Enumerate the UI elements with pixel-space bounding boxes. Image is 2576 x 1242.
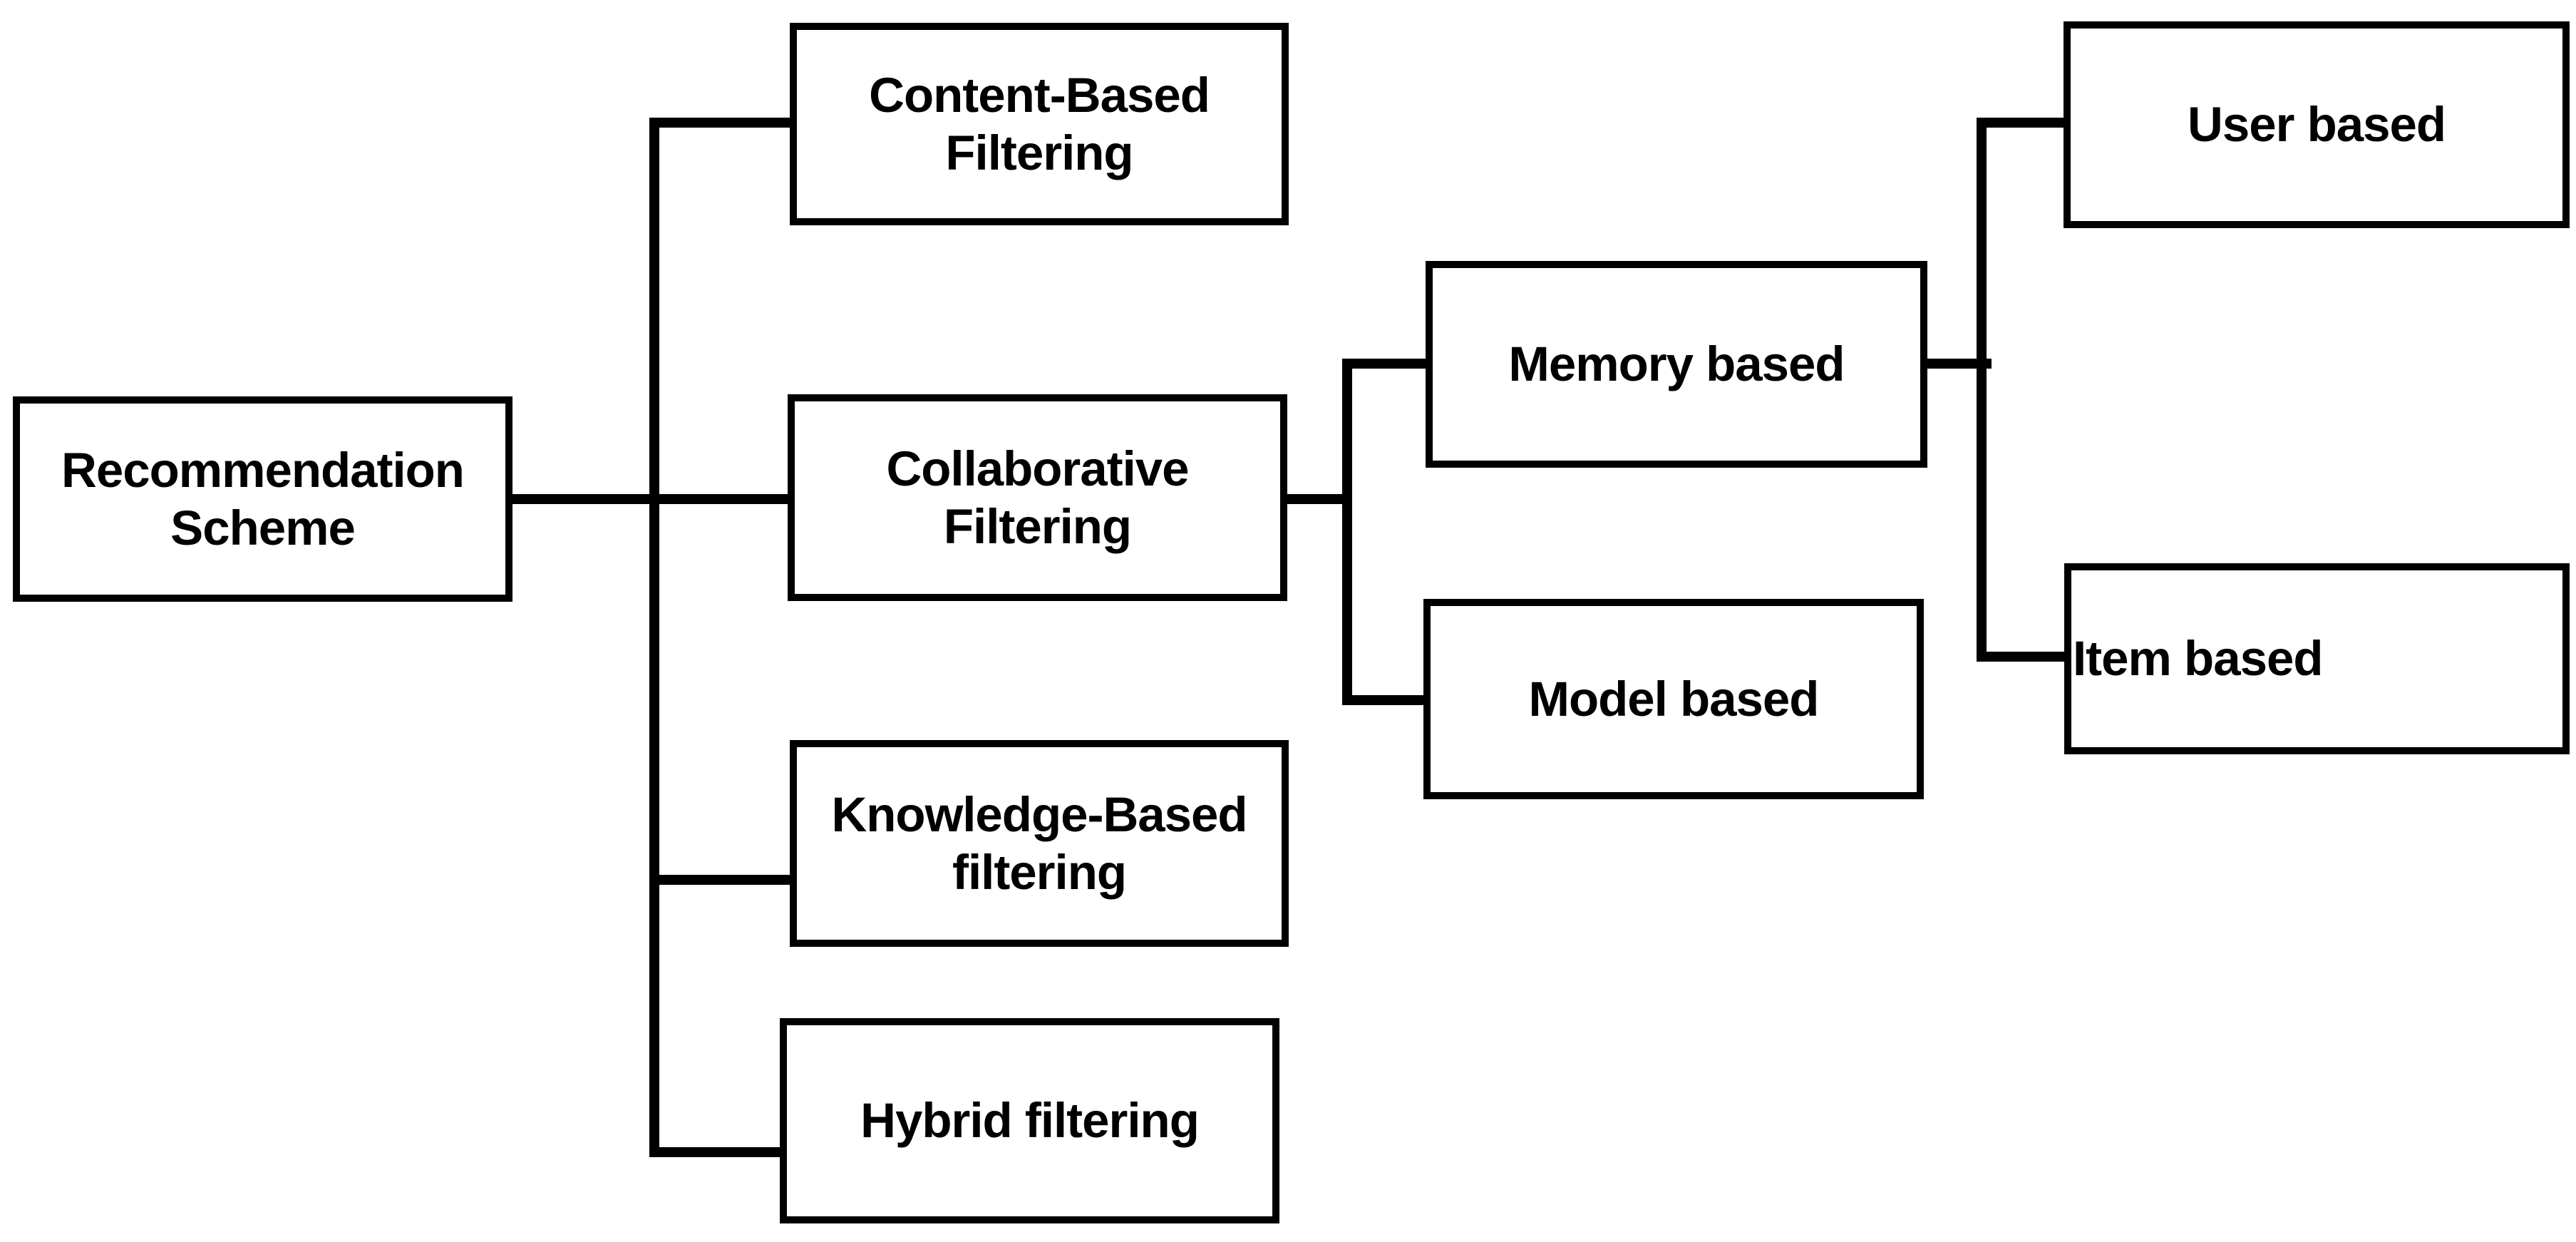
connector-trunk1-to-knowledge: [649, 875, 794, 885]
node-label: Memory based: [1508, 337, 1845, 392]
node-hybrid-filtering: Hybrid filtering: [780, 1018, 1279, 1223]
connector-trunk2-to-memory: [1342, 359, 1431, 369]
node-label: Content-Based Filtering: [869, 67, 1210, 180]
connector-trunk3-vertical: [1977, 118, 1987, 662]
connector-trunk2-vertical: [1342, 359, 1352, 705]
connector-trunk1-to-hybrid: [649, 1147, 785, 1157]
node-memory-based: Memory based: [1426, 261, 1927, 468]
node-knowledge-based-filtering: Knowledge-Based filtering: [790, 740, 1289, 947]
node-content-based-filtering: Content-Based Filtering: [790, 23, 1289, 225]
node-user-based: User based: [2064, 21, 2570, 228]
connector-collaborative-to-trunk2: [1282, 494, 1352, 504]
connector-memory-to-trunk3: [1922, 359, 1992, 369]
connector-trunk1-vertical: [649, 118, 659, 1157]
node-label: User based: [2187, 97, 2446, 153]
node-collaborative-filtering: Collaborative Filtering: [788, 394, 1287, 601]
node-item-based: Item based: [2064, 563, 2570, 754]
node-label: Collaborative Filtering: [886, 441, 1189, 554]
node-model-based: Model based: [1423, 599, 1924, 799]
connector-trunk1-to-content: [649, 118, 794, 128]
node-label: Recommendation Scheme: [61, 442, 465, 555]
node-label: Knowledge-Based filtering: [831, 786, 1247, 900]
node-label: Item based: [2073, 631, 2323, 687]
connector-trunk3-to-user: [1977, 118, 2068, 128]
node-label: Hybrid filtering: [860, 1093, 1200, 1149]
connector-trunk3-to-item: [1977, 652, 2069, 662]
node-label: Model based: [1528, 671, 1820, 727]
node-recommendation-scheme: Recommendation Scheme: [13, 396, 512, 602]
connector-trunk2-to-model: [1342, 695, 1428, 705]
